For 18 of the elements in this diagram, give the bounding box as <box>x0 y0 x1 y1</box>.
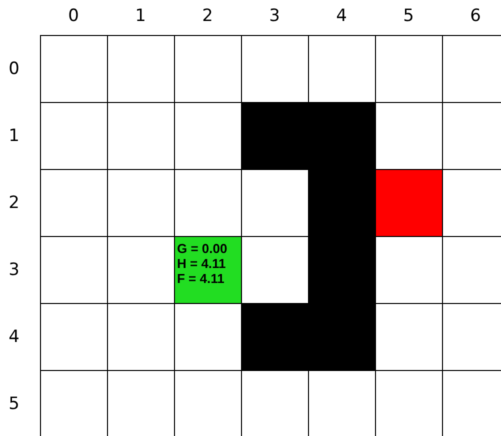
row-number: 0 <box>8 58 20 78</box>
goal-cell <box>376 170 442 236</box>
cost-text: G = 0.00 <box>177 241 228 256</box>
column-number: 0 <box>67 6 80 26</box>
column-number: 4 <box>335 6 348 26</box>
row-number: 5 <box>8 394 20 414</box>
row-number: 3 <box>8 260 20 280</box>
column-number: 2 <box>201 6 214 26</box>
column-number: 1 <box>134 6 147 26</box>
cost-text: H = 4.11 <box>177 256 226 271</box>
row-number: 4 <box>8 326 20 346</box>
column-number: 6 <box>469 6 482 26</box>
column-number: 5 <box>402 6 415 26</box>
start-cell <box>175 237 241 303</box>
row-number: 2 <box>8 192 20 212</box>
cost-text: F = 4.11 <box>177 271 224 286</box>
row-number: 1 <box>8 126 20 146</box>
column-number: 3 <box>268 6 281 26</box>
